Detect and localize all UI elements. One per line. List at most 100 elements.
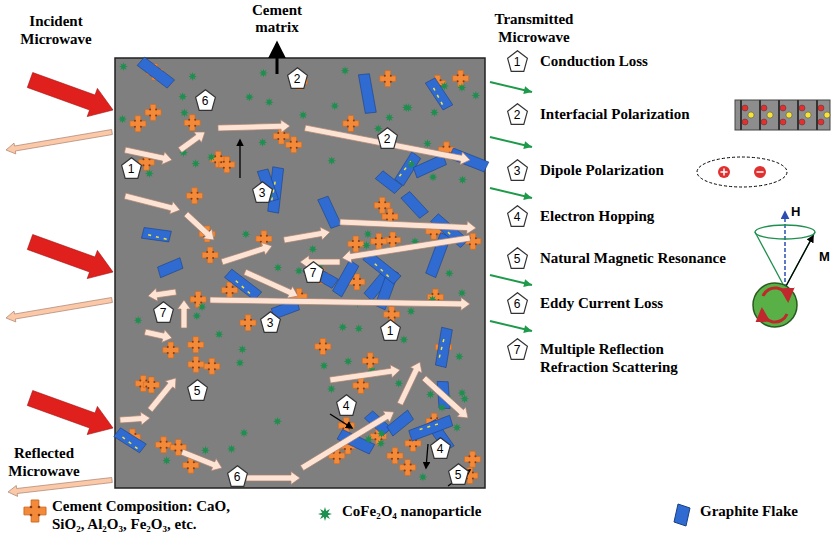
cement-particle: [400, 459, 416, 475]
graphite-flake: [409, 415, 453, 441]
internal-ray: [124, 193, 180, 214]
graphite-flake: [137, 57, 174, 88]
cofe2o4-particle: [191, 159, 200, 168]
cofe2o4-particle: [385, 113, 394, 122]
internal-ray: [221, 243, 272, 265]
legend-text: CoFe₂O₄ nanoparticle: [342, 502, 481, 520]
callout-pentagon: 2: [287, 67, 308, 89]
callout-number: 5: [448, 463, 469, 485]
callout-number: 2: [287, 67, 308, 89]
callout-pentagon: 1: [121, 157, 142, 179]
cement-particle-dots: [139, 379, 147, 387]
cement-particle-dots: [192, 341, 200, 349]
cofe2o4-particle: [377, 429, 386, 438]
internal-ray: [218, 120, 290, 133]
hopping-arrow: [239, 140, 240, 178]
charge-marks: [375, 264, 389, 277]
cofe2o4-particle: [245, 93, 254, 102]
cement-particle-dots: [391, 452, 399, 460]
cement-particle-dots: [353, 278, 361, 286]
cofe2o4-particle: [235, 358, 244, 367]
label-slot: Multiple Reflection Refraction Scatterin…: [540, 340, 690, 376]
cofe2o4-particle: [207, 153, 216, 162]
cofe2o4-particle: [299, 111, 308, 120]
cofe2o4-particle: [354, 324, 363, 333]
cement-particle-dots: [375, 237, 383, 245]
label-slot: Transmitted Microwave: [486, 10, 582, 46]
cofe2o4-particle: [338, 323, 347, 332]
mechanism-label: Eddy Current Loss: [540, 294, 740, 312]
cofe2o4-particle: [258, 138, 267, 147]
cement-particle: [384, 306, 400, 322]
cofe2o4-particle: [178, 92, 187, 101]
graphite-flake: [375, 171, 402, 194]
cofe2o4-particle: [423, 139, 432, 148]
cement-particle: [371, 233, 387, 249]
cofe2o4-particle: [259, 69, 268, 78]
internal-ray: [148, 378, 176, 412]
callout-number: 1: [121, 157, 142, 179]
label-slot: Eddy Current Loss: [540, 294, 740, 312]
cement-particle-dots: [191, 192, 199, 200]
cement-particle: [315, 339, 331, 355]
callout-pentagon: 5: [187, 379, 208, 401]
internal-ray: [422, 376, 468, 418]
label-slot: Electron Hopping: [540, 207, 710, 225]
cement-particle: [353, 377, 369, 393]
mechanism-label: Interfacial Polarization: [540, 105, 735, 123]
callout-pentagon: 1: [380, 319, 401, 341]
callout-number: 4: [430, 437, 451, 459]
graphite-flake: [114, 428, 147, 453]
callout-pentagon: 1: [507, 50, 528, 72]
cofe2o4-particle: [265, 98, 274, 107]
label-slot: H: [791, 203, 805, 221]
cement-particle-dots: [192, 360, 200, 368]
cofe2o4-particle: [330, 101, 339, 110]
internal-ray: [178, 300, 191, 328]
label-slot: Dipole Polarization: [540, 161, 710, 179]
cofe2o4-particle: [327, 156, 336, 165]
cofe2o4-particle: [376, 439, 385, 448]
cofe2o4-particle: [426, 390, 435, 399]
callout-number: 6: [227, 465, 248, 487]
cement-particle: [204, 358, 220, 374]
incident-arrow: [27, 73, 113, 117]
internal-ray: [284, 227, 331, 243]
internal-ray: [181, 449, 222, 471]
callout-number: 5: [187, 379, 208, 401]
charge-marks: [439, 339, 444, 357]
mechanism-label: Natural Magnetic Resonance: [540, 249, 752, 267]
cement-particle-dots: [404, 463, 412, 471]
cofe2o4-particle: [362, 241, 371, 250]
cement-particle: [145, 104, 161, 120]
cement-particle: [387, 448, 403, 464]
cement-particle-dots: [167, 346, 175, 354]
internal-ray: [148, 288, 176, 301]
callout-pentagon: 5: [507, 247, 528, 269]
cement-particle-dots: [384, 75, 392, 83]
cement-particle: [219, 157, 235, 173]
cofe2o4-particle: [320, 361, 329, 370]
cement-particle-dots: [160, 441, 168, 449]
reflected-arrow: [6, 298, 112, 322]
callout-pentagon: 7: [153, 301, 174, 323]
internal-ray: [178, 132, 205, 152]
callout-number: 4: [336, 394, 357, 416]
cofe2o4-particle: [240, 428, 249, 437]
cofe2o4-particle: [238, 345, 247, 354]
wave-label: Incident Microwave: [15, 12, 97, 48]
callout-pentagon: 6: [195, 89, 216, 111]
cement-particle: [143, 377, 159, 393]
transmitted-arrowhead: [490, 321, 532, 333]
callout-pentagon: 6: [227, 465, 248, 487]
transmitted-arrowhead: [490, 82, 532, 94]
matrix-region: Cement matrix26213773154465: [115, 2, 485, 488]
callout-number: 1: [507, 50, 528, 72]
cement-particle-dots: [206, 251, 214, 259]
cement-particle-dots: [378, 201, 386, 209]
internal-ray: [120, 412, 150, 425]
graphite-flake: [333, 260, 359, 297]
legend-item: Cement Composition: CaO, SiO₂, Al₂O₃, Fe…: [22, 497, 262, 533]
